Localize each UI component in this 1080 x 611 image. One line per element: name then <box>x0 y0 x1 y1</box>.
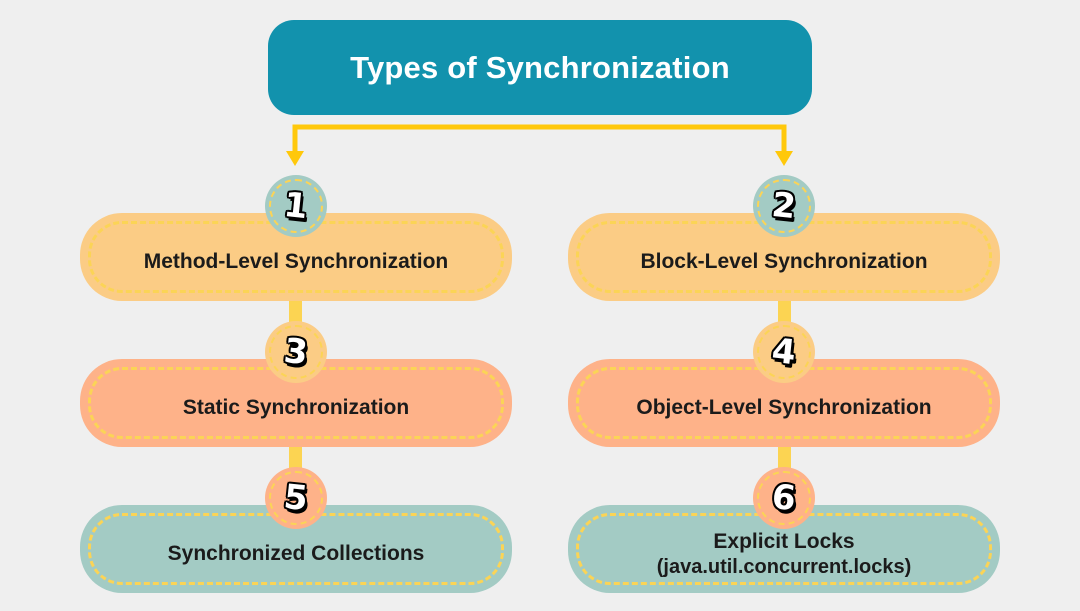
branch-line <box>292 124 787 153</box>
badge-number: 6 <box>770 476 798 520</box>
arrowhead-left-icon <box>286 151 304 166</box>
number-badge-1: 1 <box>265 175 327 237</box>
badge-number: 3 <box>282 330 310 374</box>
diagram-title: Types of Synchronization <box>350 49 730 85</box>
badge-number: 5 <box>282 476 310 520</box>
node-label: Static Synchronization <box>182 396 410 420</box>
node-label: Synchronized Collections <box>167 542 425 566</box>
number-badge-2: 2 <box>753 175 815 237</box>
node-label: Block-Level Synchronization <box>640 250 928 274</box>
number-badge-4: 4 <box>753 321 815 383</box>
number-badge-3: 3 <box>265 321 327 383</box>
number-badge-5: 5 <box>265 467 327 529</box>
node-label: Method-Level Synchronization <box>143 250 449 274</box>
node-label: Explicit Locks <box>713 530 855 554</box>
node-label: Object-Level Synchronization <box>636 396 932 420</box>
number-badge-6: 6 <box>753 467 815 529</box>
diagram-title-box: Types of Synchronization <box>268 20 812 115</box>
badge-number: 4 <box>770 330 798 374</box>
badge-number: 2 <box>770 184 798 228</box>
badge-number: 1 <box>282 184 310 228</box>
node-sublabel: (java.util.concurrent.locks) <box>656 555 912 578</box>
arrowhead-right-icon <box>775 151 793 166</box>
